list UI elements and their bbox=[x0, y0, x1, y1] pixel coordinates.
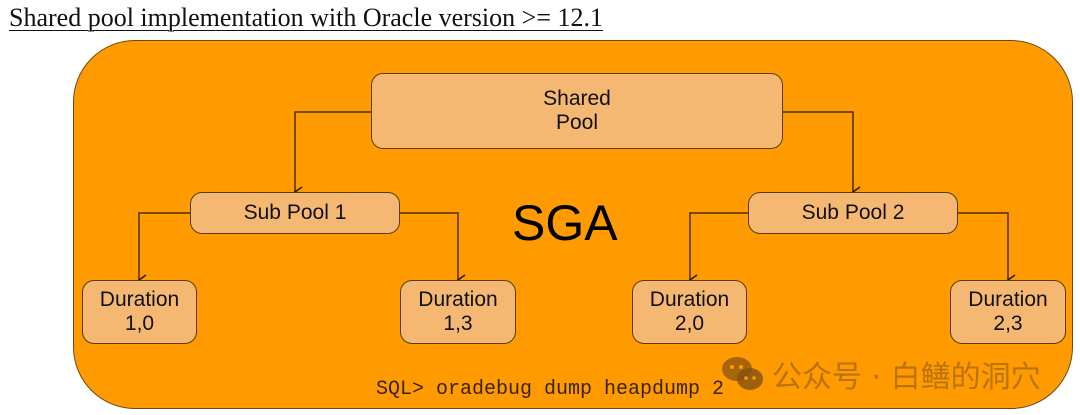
edge-shared-to-sub2 bbox=[783, 111, 861, 198]
duration-1-3-node: Duration 1,3 bbox=[400, 280, 516, 344]
duration-1-3-line2: 1,3 bbox=[443, 312, 473, 335]
wechat-icon bbox=[720, 354, 766, 394]
duration-1-0-line1: Duration bbox=[99, 288, 180, 311]
edge-sub1-to-dur13 bbox=[400, 212, 466, 286]
edge-sub2-to-dur23 bbox=[958, 212, 1016, 286]
page-title: Shared pool implementation with Oracle v… bbox=[9, 3, 603, 32]
sub-pool-1-label: Sub Pool 1 bbox=[243, 201, 347, 224]
shared-pool-line1: Shared bbox=[543, 87, 611, 110]
duration-1-3-line1: Duration bbox=[418, 288, 498, 311]
sub-pool-1-node: Sub Pool 1 bbox=[190, 192, 400, 234]
duration-2-3-line2: 2,3 bbox=[993, 312, 1023, 335]
sub-pool-2-label: Sub Pool 2 bbox=[801, 201, 905, 224]
edge-sub2-to-dur20 bbox=[688, 212, 748, 286]
duration-1-0-line2: 1,0 bbox=[124, 312, 155, 335]
duration-1-0-node: Duration 1,0 bbox=[82, 280, 197, 344]
edge-sub1-to-dur10 bbox=[137, 212, 190, 286]
edge-shared-to-sub1 bbox=[293, 111, 371, 198]
duration-2-3-line1: Duration bbox=[968, 288, 1048, 311]
command-text: SQL> oradebug dump heapdump 2 bbox=[376, 378, 725, 401]
shared-pool-node: Shared Pool bbox=[371, 73, 783, 149]
watermark: 公众号 · 白鳝的洞穴 bbox=[720, 352, 1041, 396]
duration-2-3-node: Duration 2,3 bbox=[950, 280, 1066, 344]
duration-2-0-node: Duration 2,0 bbox=[632, 280, 747, 344]
duration-2-0-line2: 2,0 bbox=[674, 312, 705, 335]
sub-pool-2-node: Sub Pool 2 bbox=[748, 192, 958, 234]
shared-pool-line2: Pool bbox=[555, 111, 599, 134]
duration-2-0-line1: Duration bbox=[649, 288, 730, 311]
watermark-text: 公众号 · 白鳝的洞穴 bbox=[772, 360, 1041, 395]
sga-label: SGA bbox=[512, 195, 618, 251]
